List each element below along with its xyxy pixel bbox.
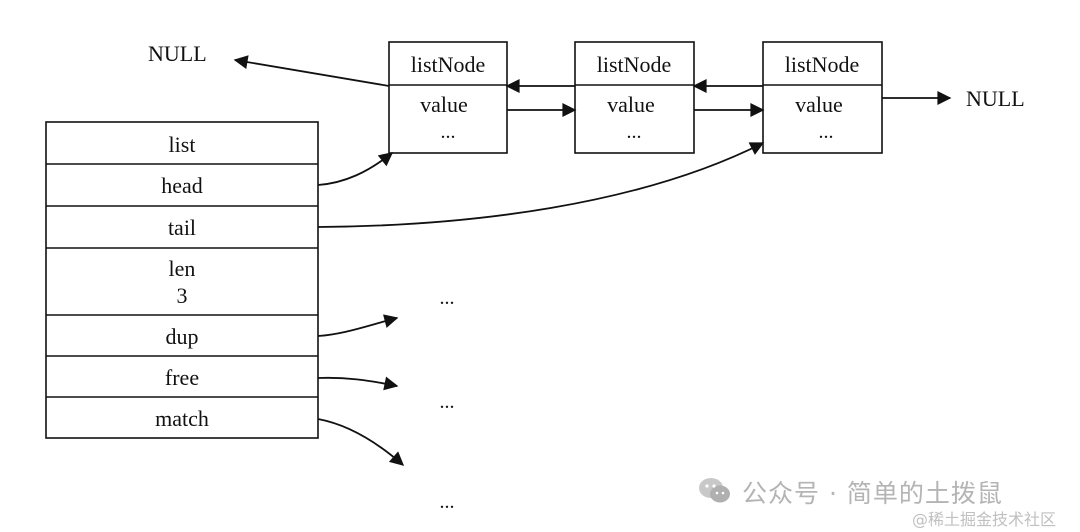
node-1-value: value — [420, 92, 468, 117]
struct-field-head: head — [161, 173, 203, 198]
tail-pointer-arrow — [317, 142, 765, 228]
struct-field-dup: dup — [166, 324, 199, 349]
ellipsis-match-target: ... — [440, 491, 455, 513]
match-pointer-arrow — [317, 418, 405, 466]
struct-field-list: list — [169, 132, 196, 157]
free-pointer-arrow — [317, 376, 399, 391]
node-1-title: listNode — [411, 52, 486, 77]
struct-field-match: match — [155, 406, 209, 431]
node-2-title: listNode — [597, 52, 672, 77]
null-label-left: NULL — [148, 41, 207, 66]
node-1-more: ... — [441, 121, 456, 143]
node-3-title: listNode — [785, 52, 860, 77]
node-2-value: value — [607, 92, 655, 117]
ellipsis-dup-target: ... — [440, 287, 455, 309]
node-3-value: value — [795, 92, 843, 117]
dup-pointer-arrow — [317, 314, 399, 337]
head-pointer-arrow — [317, 152, 394, 186]
prev-arrow-node1-null — [233, 55, 390, 87]
struct-field-tail: tail — [168, 215, 196, 240]
wechat-logo-icon — [699, 478, 730, 503]
null-label-right: NULL — [966, 86, 1025, 111]
watermark-main: 公众号 · 简单的土拨鼠 — [742, 479, 1003, 508]
node-3-more: ... — [819, 121, 834, 143]
node-2-more: ... — [627, 121, 642, 143]
watermark-sub: @稀土掘金技术社区 — [912, 510, 1057, 529]
ellipsis-free-target: ... — [440, 391, 455, 413]
list-node-3: listNode value ... — [762, 41, 883, 154]
list-node-1: listNode value ... — [388, 41, 508, 154]
list-node-2: listNode value ... — [574, 41, 695, 154]
struct-field-free: free — [165, 365, 199, 390]
